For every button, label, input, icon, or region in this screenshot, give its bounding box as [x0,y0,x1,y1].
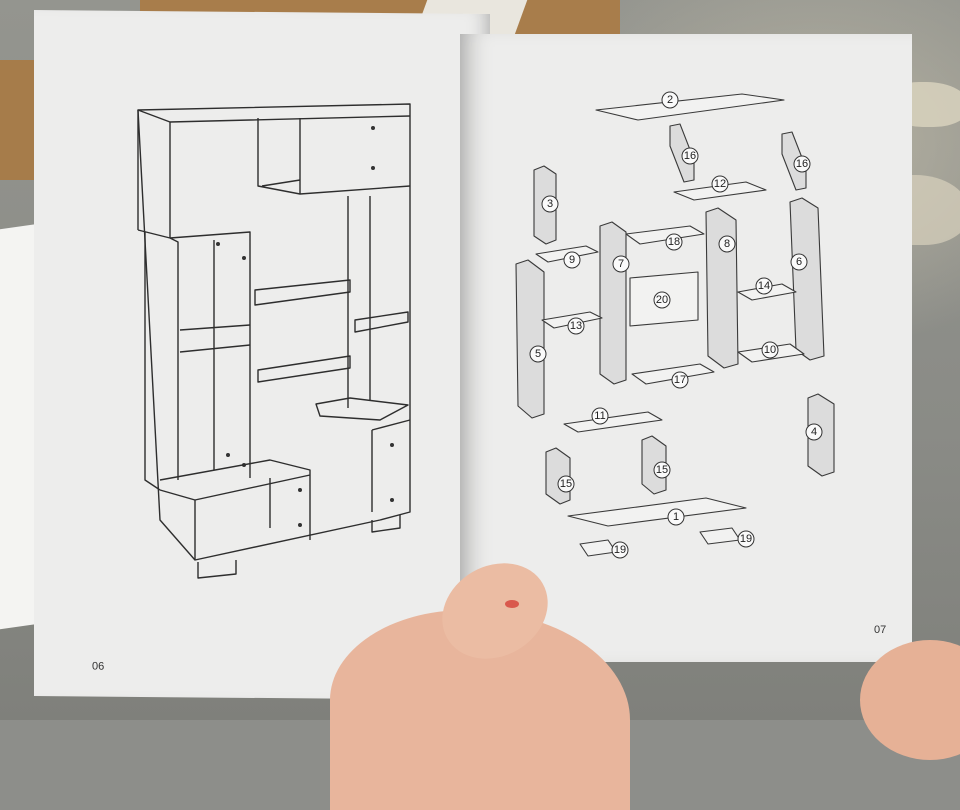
part-label-2: 2 [661,91,679,109]
svg-text:15: 15 [560,478,572,490]
right-page-number: 07 [874,624,887,636]
part-label-18: 18 [665,233,683,251]
svg-text:14: 14 [758,280,770,292]
svg-text:16: 16 [796,158,808,170]
part-label-11: 11 [591,407,609,425]
part-label-19: 19 [611,541,629,559]
part-label-16: 16 [793,155,811,173]
part-label-8: 8 [718,235,736,253]
part-label-17: 17 [671,371,689,389]
part-label-14: 14 [755,277,773,295]
svg-text:11: 11 [594,410,605,422]
part-label-19: 19 [737,530,755,548]
svg-text:19: 19 [614,544,626,556]
svg-text:10: 10 [764,344,776,356]
part-label-4: 4 [805,423,823,441]
svg-text:4: 4 [811,426,817,438]
part-label-1: 1 [667,508,685,526]
svg-text:9: 9 [569,254,575,266]
shelf-assembled-illustration [137,103,411,579]
part-label-6: 6 [790,253,808,271]
svg-text:18: 18 [668,236,680,248]
svg-text:3: 3 [547,198,553,210]
part-number-callouts: 2 16 16 3 12 18 8 9 7 6 14 20 13 5 10 17… [529,91,823,559]
svg-text:19: 19 [740,533,752,545]
part-label-13: 13 [567,317,585,335]
part-label-12: 12 [711,175,729,193]
svg-text:6: 6 [796,256,802,268]
part-label-15: 15 [557,475,575,493]
svg-text:17: 17 [674,374,686,386]
part-label-15: 15 [653,461,671,479]
thumb-cut-mark [505,600,519,608]
svg-text:2: 2 [667,94,673,106]
svg-text:16: 16 [684,150,696,162]
part-label-7: 7 [612,255,630,273]
svg-text:5: 5 [535,348,541,360]
part-label-3: 3 [541,195,559,213]
part-label-16: 16 [681,147,699,165]
svg-text:7: 7 [618,258,624,270]
svg-text:13: 13 [570,320,582,332]
svg-text:12: 12 [714,178,726,190]
svg-text:1: 1 [673,511,679,523]
part-label-5: 5 [529,345,547,363]
part-label-10: 10 [761,341,779,359]
part-label-20: 20 [653,291,671,309]
svg-text:15: 15 [656,464,668,476]
part-label-9: 9 [563,251,581,269]
svg-text:8: 8 [724,238,730,250]
svg-text:20: 20 [656,294,668,306]
parts-exploded-diagram [515,93,835,557]
